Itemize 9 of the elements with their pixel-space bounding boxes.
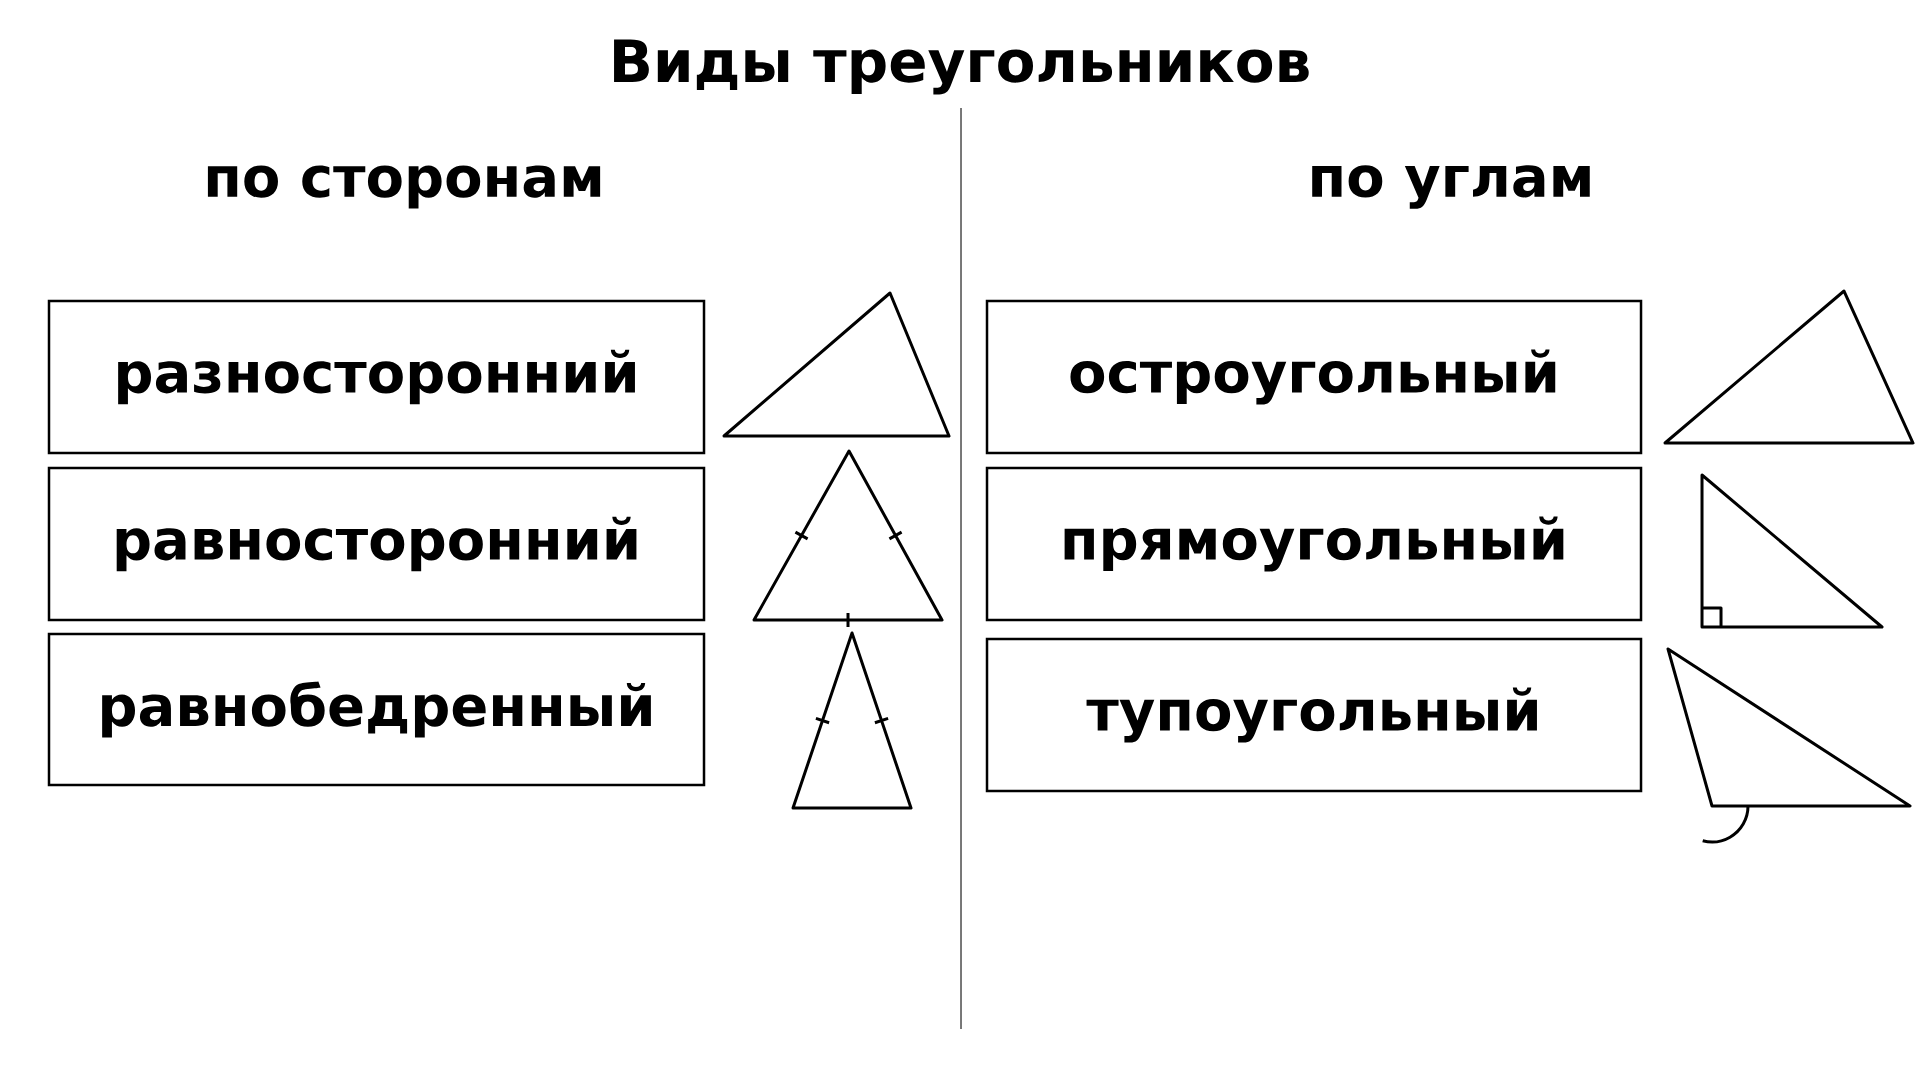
title: Виды треугольников <box>614 39 1309 95</box>
term-box: остроугольный <box>985 299 1643 455</box>
term-box: прямоугольный <box>985 466 1643 622</box>
term-box: равносторонний <box>47 466 706 622</box>
column-heading: по сторонам <box>207 165 601 209</box>
term-box: равнобедренный <box>47 632 706 787</box>
term-box: тупоугольный <box>985 637 1643 793</box>
column-heading: по углам <box>1312 165 1590 209</box>
term-box: разносторонний <box>47 299 706 455</box>
